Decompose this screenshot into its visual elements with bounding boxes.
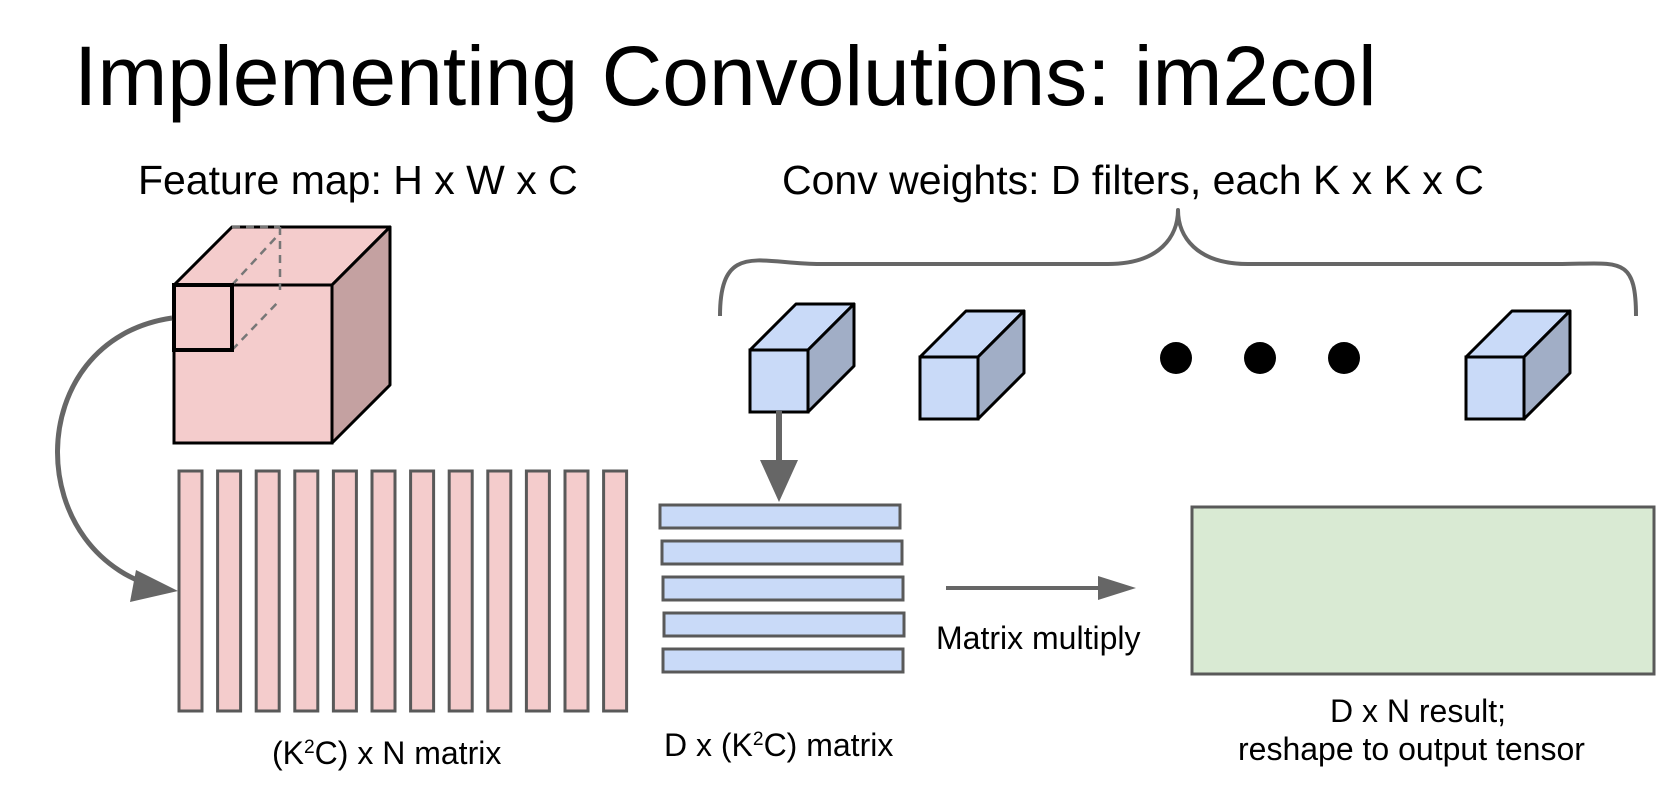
column-strip (486, 469, 513, 713)
result-label-line1: D x N result; (1330, 693, 1507, 729)
column-strip (331, 469, 358, 713)
row-matrix (658, 503, 906, 674)
column-strip (370, 469, 397, 713)
feature-map-label: Feature map: H x W x C (138, 157, 578, 203)
filter-cube-front (748, 348, 810, 414)
curved-arrow-head (130, 570, 178, 602)
column-strip (524, 469, 551, 713)
row-strip (660, 539, 904, 566)
column-strip (254, 469, 281, 713)
row-matrix-label-sup: 2 (752, 729, 764, 751)
matrix-multiply-label: Matrix multiply (936, 620, 1141, 656)
row-strip (658, 503, 902, 530)
column-matrix (177, 469, 629, 713)
column-matrix-label-suffix: C) x N matrix (314, 735, 502, 771)
result-matrix (1190, 505, 1656, 676)
column-strip (177, 469, 204, 713)
receptive-field-window (172, 283, 234, 352)
column-strip (447, 469, 474, 713)
ellipsis-dots (1160, 342, 1360, 374)
slide-title: Implementing Convolutions: im2col (74, 29, 1377, 123)
row-matrix-label: D x (K2C) matrix (664, 726, 893, 764)
row-matrix-label-suffix: C) matrix (763, 727, 894, 763)
filter-cube (918, 309, 1026, 421)
row-strip (661, 647, 905, 674)
filter-cube-front (918, 355, 980, 421)
ellipsis-dot (1328, 342, 1360, 374)
row-strip (662, 611, 906, 638)
column-matrix-label-sup: 2 (304, 737, 315, 759)
column-strip (216, 469, 243, 713)
column-strip (293, 469, 320, 713)
filter-cube (748, 302, 856, 414)
conv-weights-label: Conv weights: D filters, each K x K x C (782, 157, 1484, 203)
column-strip (563, 469, 590, 713)
column-strip (409, 469, 436, 713)
column-matrix-label: (K2C) x N matrix (272, 734, 501, 772)
row-strip (661, 575, 905, 602)
cube-front-face (172, 283, 334, 445)
ellipsis-dot (1160, 342, 1192, 374)
filter-cube (1464, 309, 1572, 421)
filter-cubes (748, 302, 1572, 421)
filter-to-matrix-arrow-head (760, 460, 798, 502)
column-matrix-label-prefix: (K (272, 735, 304, 771)
column-strip (602, 469, 629, 713)
row-matrix-label-prefix: D x (K (664, 727, 753, 763)
ellipsis-dot (1244, 342, 1276, 374)
filter-cube-front (1464, 355, 1526, 421)
feature-map-cube (172, 225, 392, 445)
matrix-multiply-arrow-head (1098, 576, 1136, 600)
result-label-line2: reshape to output tensor (1238, 731, 1585, 767)
filters-brace (718, 208, 1638, 317)
curved-arrow (55, 315, 173, 593)
receptive-field-dashed-lines (231, 225, 282, 351)
